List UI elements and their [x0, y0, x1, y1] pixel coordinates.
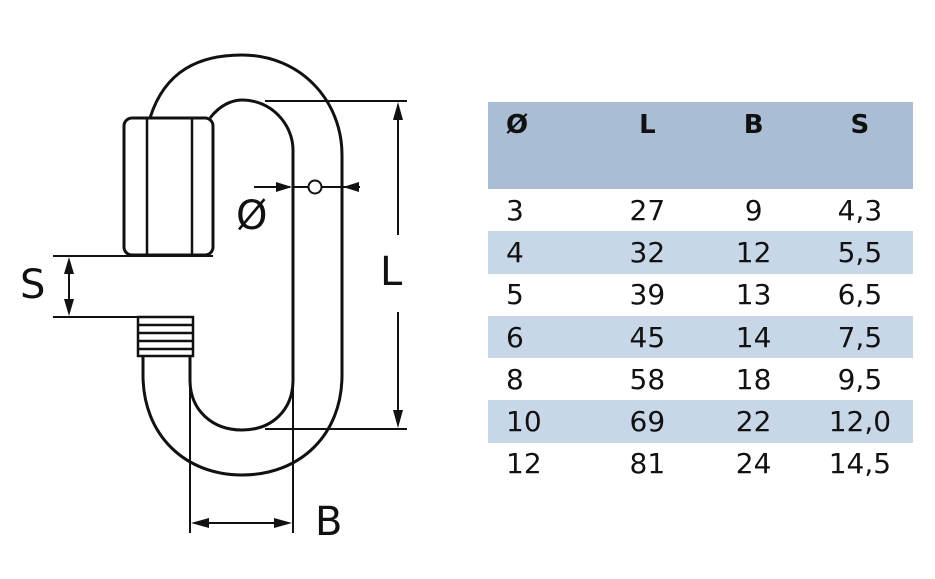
- nut: [122, 116, 215, 257]
- cell-length: 69: [594, 400, 701, 443]
- dimension-diameter: [254, 179, 360, 195]
- cell-gap: 5,5: [806, 231, 913, 274]
- table-header-row: Ø L B S: [488, 102, 913, 189]
- label-length: L: [380, 249, 403, 295]
- cell-length: 39: [629, 278, 666, 312]
- link-outer-contour: [141, 53, 344, 477]
- table-row: 8 58 18 9,5: [488, 358, 913, 400]
- cell-gap: 12,0: [806, 400, 913, 443]
- cell-width: 22: [700, 400, 807, 443]
- cell-diameter: 4: [488, 231, 595, 274]
- cell-gap: 7,5: [806, 315, 913, 359]
- dimension-l: [265, 100, 407, 430]
- cell-diameter: 12: [506, 447, 542, 481]
- cell-length: 45: [594, 315, 701, 359]
- cell-gap: 6,5: [837, 278, 883, 312]
- table-row: 3 27 9 4,3: [488, 189, 913, 231]
- cell-width: 14: [700, 315, 807, 359]
- header-gap: S: [806, 102, 913, 189]
- header-width: B: [700, 102, 807, 189]
- cell-length: 81: [629, 447, 666, 481]
- cell-length: 58: [629, 362, 666, 396]
- cell-diameter: 8: [506, 362, 524, 396]
- dimension-b: [189, 380, 294, 533]
- dimension-s: [53, 255, 213, 318]
- quick-link-drawing: [53, 53, 407, 533]
- cell-diameter: 5: [506, 278, 524, 312]
- table-row: 12 81 24 14,5: [488, 443, 913, 485]
- label-width: B: [315, 499, 343, 545]
- table-row: 5 39 13 6,5: [488, 274, 913, 316]
- cell-diameter: 10: [488, 400, 595, 443]
- cell-width: 24: [735, 447, 772, 481]
- cell-gap: 14,5: [828, 447, 892, 481]
- thread: [136, 315, 195, 358]
- label-gap: S: [20, 262, 46, 308]
- label-diameter: Ø: [236, 193, 268, 239]
- cell-width: 9: [744, 193, 763, 227]
- header-length: L: [594, 102, 701, 189]
- cell-length: 27: [629, 193, 666, 227]
- header-diameter: Ø: [488, 102, 595, 189]
- cell-length: 32: [594, 231, 701, 274]
- cell-diameter: 3: [506, 193, 524, 227]
- cell-width: 13: [735, 278, 772, 312]
- cell-gap: 4,3: [837, 193, 883, 227]
- cell-width: 18: [735, 362, 772, 396]
- cell-diameter: 6: [488, 315, 595, 359]
- cell-gap: 9,5: [837, 362, 883, 396]
- cell-width: 12: [700, 231, 807, 274]
